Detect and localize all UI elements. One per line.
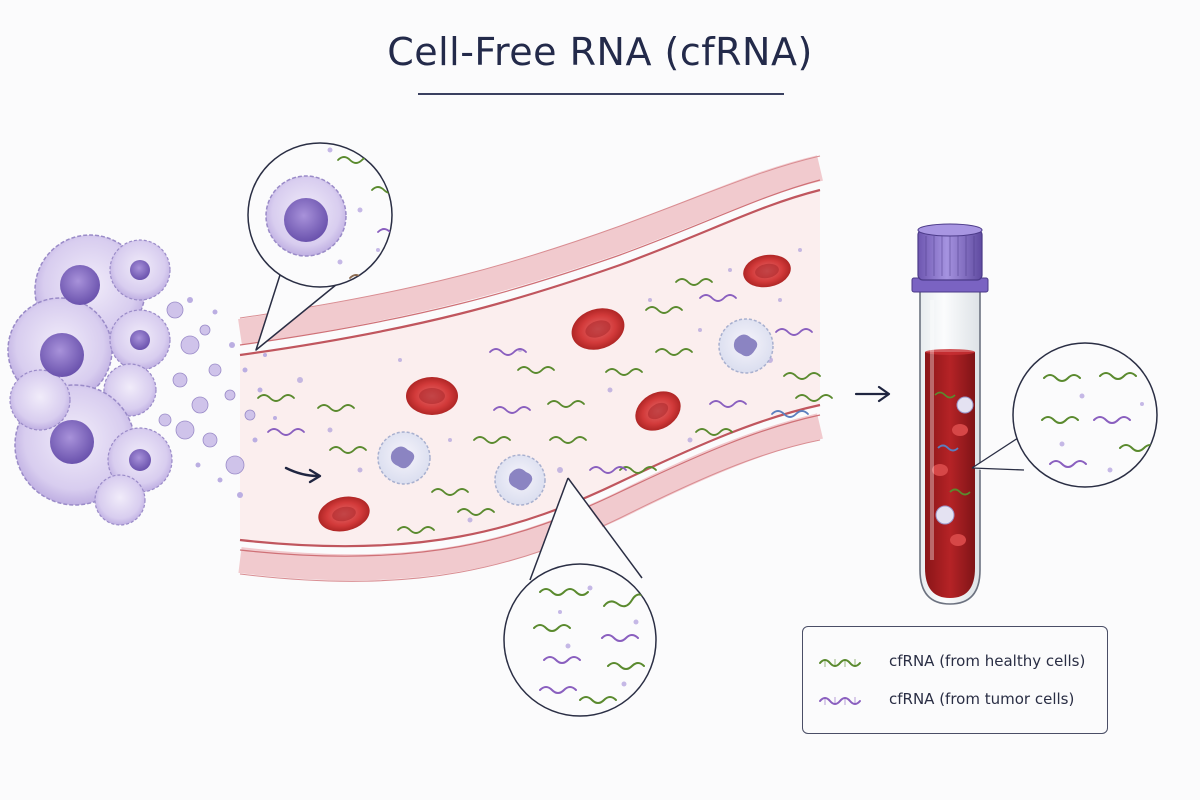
- red-blood-cell: [571, 308, 625, 350]
- legend: cfRNA (from healthy cells) cfRNA (from t…: [802, 626, 1108, 734]
- red-blood-cell: [743, 254, 791, 288]
- legend-label-tumor: cfRNA (from tumor cells): [889, 690, 1075, 708]
- red-blood-cell: [318, 496, 370, 532]
- legend-item-healthy: cfRNA (from healthy cells): [803, 647, 1107, 677]
- zoom-callout-sample: [971, 342, 1158, 488]
- zoom-callout-vessel: [503, 477, 657, 717]
- healthy-rna-icon: [819, 659, 861, 667]
- tumor-cell-cluster: [7, 234, 173, 526]
- legend-item-tumor: cfRNA (from tumor cells): [803, 685, 1107, 715]
- released-fragments: [158, 301, 256, 475]
- title-underline: [418, 93, 784, 95]
- white-blood-cell: [377, 431, 431, 485]
- cfrna-strands-vessel: [257, 278, 833, 534]
- blood-collection-tube: [911, 223, 989, 605]
- legend-label-healthy: cfRNA (from healthy cells): [889, 652, 1086, 670]
- tube-sample-contents: [932, 391, 974, 546]
- flow-arrow-icon: [284, 466, 322, 484]
- red-blood-cell: [406, 377, 458, 415]
- red-blood-cell: [635, 391, 681, 431]
- white-blood-cell: [494, 454, 546, 506]
- white-blood-cell: [718, 318, 774, 374]
- diagram-title: Cell-Free RNA (cfRNA): [387, 30, 813, 74]
- released-particles: [187, 297, 277, 498]
- tumor-rna-icon: [819, 697, 861, 705]
- arrow-right-icon: [854, 385, 891, 403]
- zoom-callout-tumor: [247, 142, 393, 351]
